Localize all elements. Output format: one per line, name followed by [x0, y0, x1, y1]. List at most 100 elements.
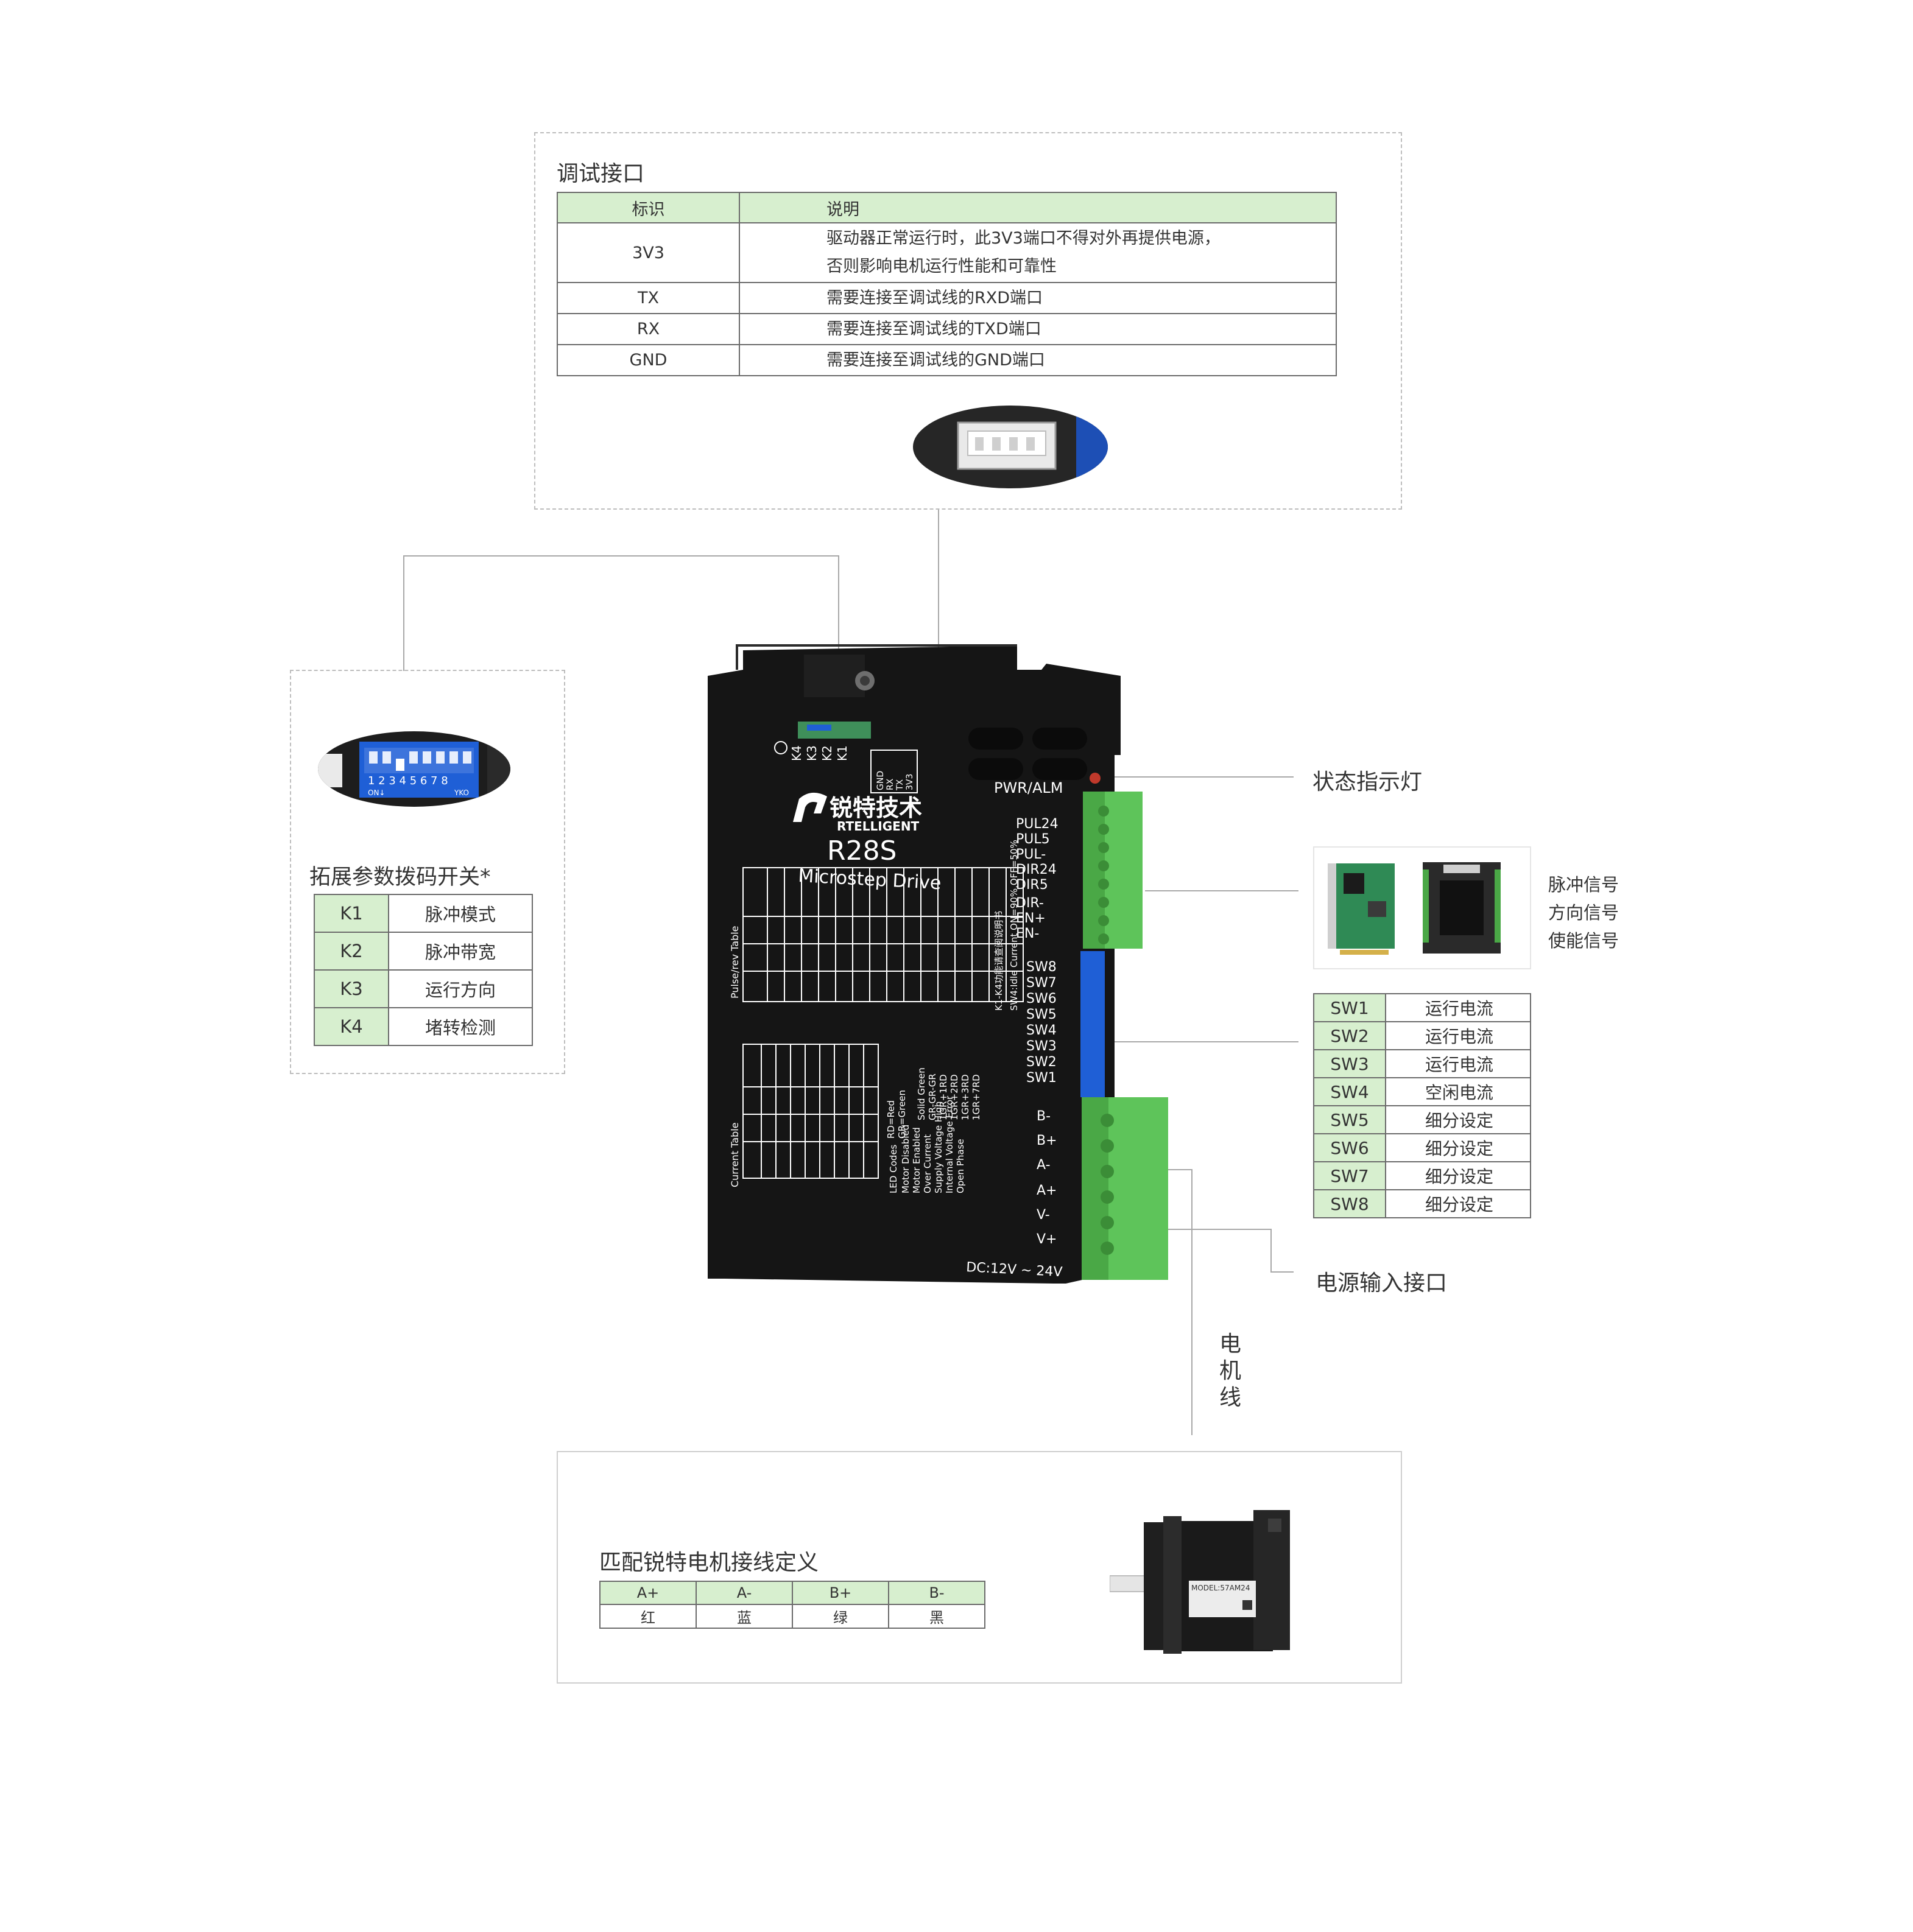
- table-row: K1 脉冲模式: [314, 894, 533, 933]
- row-desc: 需要连接至调试线的RXD端口: [739, 282, 1337, 314]
- sw-label: SW4: [1026, 1023, 1057, 1038]
- sw-label: SW6: [1026, 991, 1057, 1006]
- debug-pin-label: GND: [876, 771, 886, 790]
- terminal-label: PUL24: [1016, 817, 1059, 832]
- brand-logo: 锐特技术 RTELLIGENT: [793, 792, 922, 834]
- row-desc: 驱动器正常运行时，此3V3端口不得对外再提供电源， 否则影响电机运行性能和可靠性: [739, 222, 1337, 283]
- current-table: [742, 1044, 879, 1179]
- dip-on-label: ON↓: [368, 789, 385, 797]
- sw-value: 细分设定: [1385, 1105, 1531, 1134]
- terminal-label: DIR5: [1016, 877, 1048, 893]
- ext-value: 运行方向: [388, 969, 533, 1008]
- header-desc-label: 说明: [826, 200, 859, 219]
- debug-pin-label: RX: [886, 778, 895, 790]
- motor-panel: [557, 1451, 1402, 1684]
- stepper-motor-image: MODEL:57AM24: [1110, 1510, 1290, 1654]
- sw-label: SW3: [1026, 1039, 1057, 1054]
- led-code: Supply Voltage High: [933, 1101, 944, 1193]
- row-desc-line2: 否则影响电机运行性能和可靠性: [826, 257, 1057, 276]
- debug-connector-closeup: [913, 406, 1108, 488]
- ext-key: K3: [314, 969, 389, 1008]
- row-desc: 需要连接至调试线的GND端口: [739, 344, 1337, 376]
- led-pattern: 1GR+7RD: [971, 1074, 982, 1120]
- table-row: 3V3 驱动器正常运行时，此3V3端口不得对外再提供电源， 否则影响电机运行性能…: [557, 222, 1337, 283]
- ext-dip-table: K1 脉冲模式 K2 脉冲带宽 K3 运行方向 K4 堵转检测: [314, 894, 533, 1046]
- pulse-rev-table: [742, 867, 1024, 1002]
- ext-key: K2: [314, 932, 389, 971]
- wire-color: 黑: [888, 1604, 985, 1629]
- led-pattern: 1GR+1RD: [938, 1074, 949, 1120]
- power-line-v: [1270, 1229, 1272, 1273]
- ext-dip-title: 拓展参数拨码开关*: [309, 865, 491, 890]
- table-row: GND 需要连接至调试线的GND端口: [557, 344, 1337, 376]
- terminal-label: EN+: [1016, 911, 1046, 926]
- wire-header: B-: [888, 1581, 985, 1605]
- dip-connector-line-v2: [838, 555, 839, 726]
- status-led-label: 状态指示灯: [1312, 770, 1423, 795]
- k-label: K1: [835, 745, 850, 761]
- led-code: Over Current: [922, 1134, 933, 1193]
- terminal-label: B+: [1037, 1133, 1057, 1148]
- sw-value: 运行电流: [1385, 1021, 1531, 1050]
- ext-value: 脉冲带宽: [388, 932, 533, 971]
- sw-value: 运行电流: [1385, 993, 1531, 1022]
- model-name: R28S: [827, 835, 897, 866]
- sw-key: SW4: [1313, 1077, 1386, 1106]
- wire-header: A-: [696, 1581, 793, 1605]
- status-led: [1090, 773, 1101, 784]
- led-pattern: 1GR+3RD: [960, 1074, 971, 1120]
- terminal-label: V+: [1037, 1232, 1057, 1247]
- motor-model-label: MODEL:57AM24: [1191, 1584, 1250, 1592]
- sw-key: SW1: [1313, 993, 1386, 1022]
- sw-key: SW8: [1313, 1189, 1386, 1218]
- led-codes: LED Codes RD=Red GR=Green Motor Disabled…: [886, 1067, 982, 1193]
- ext-value: 脉冲模式: [388, 894, 533, 933]
- sw-key: SW7: [1313, 1161, 1386, 1190]
- sw-label: SW5: [1026, 1007, 1057, 1022]
- terminal-label: EN-: [1016, 926, 1039, 941]
- motor-wiring-table: A+ A- B+ B- 红 蓝 绿 黑: [599, 1581, 985, 1629]
- power-terminal-labels: B- B+ A- A+ V- V+: [1037, 1109, 1057, 1247]
- wire-header: A+: [599, 1581, 697, 1605]
- led-code: Internal Voltage Error: [944, 1095, 955, 1193]
- sw-value: 空闲电流: [1385, 1077, 1531, 1106]
- header-id: 标识: [557, 192, 740, 223]
- led-legend: GR=Green: [897, 1090, 907, 1139]
- table-row: 红 蓝 绿 黑: [599, 1604, 985, 1629]
- led-code: Open Phase: [955, 1139, 966, 1193]
- dip-connector-line-v1: [403, 555, 404, 671]
- terminal-label: V-: [1037, 1207, 1050, 1223]
- sw-dip-strip: [1080, 951, 1105, 1097]
- table-row: K3 运行方向: [314, 969, 533, 1008]
- terminal-label: A+: [1037, 1183, 1057, 1198]
- power-line-h1: [1127, 1229, 1272, 1230]
- dip-code-label: YKO: [454, 789, 469, 797]
- sw-key: SW2: [1313, 1021, 1386, 1050]
- sw-key: SW5: [1313, 1105, 1386, 1134]
- sw-key: SW3: [1313, 1049, 1386, 1078]
- row-desc: 需要连接至调试线的TXD端口: [739, 313, 1337, 345]
- k-label: K2: [820, 745, 834, 761]
- debug-pin-label: 3V3: [905, 774, 915, 790]
- led-code: Motor Enabled: [911, 1127, 922, 1193]
- terminal-label: PUL-: [1016, 847, 1046, 862]
- ext-value: 堵转检测: [388, 1007, 533, 1046]
- dip-switch-closeup: 1 2 3 4 5 6 7 8 ON↓ YKO: [318, 731, 510, 807]
- terminal-label: DIR24: [1016, 862, 1057, 877]
- k-labels: K4 K3 K2 K1: [774, 741, 850, 761]
- power-terminal-block: [1082, 1097, 1168, 1280]
- brand-cn: 锐特技术: [830, 795, 922, 821]
- current-table-title: Current Table: [729, 1122, 741, 1187]
- header-desc: 说明: [739, 192, 1337, 223]
- ext-dip-panel: [290, 670, 565, 1074]
- sw-value: 细分设定: [1385, 1161, 1531, 1190]
- sw-label: SW2: [1026, 1055, 1057, 1070]
- wire-color: 蓝: [696, 1604, 793, 1629]
- k-label: K3: [805, 745, 819, 761]
- signal-label-direction: 方向信号: [1548, 902, 1619, 923]
